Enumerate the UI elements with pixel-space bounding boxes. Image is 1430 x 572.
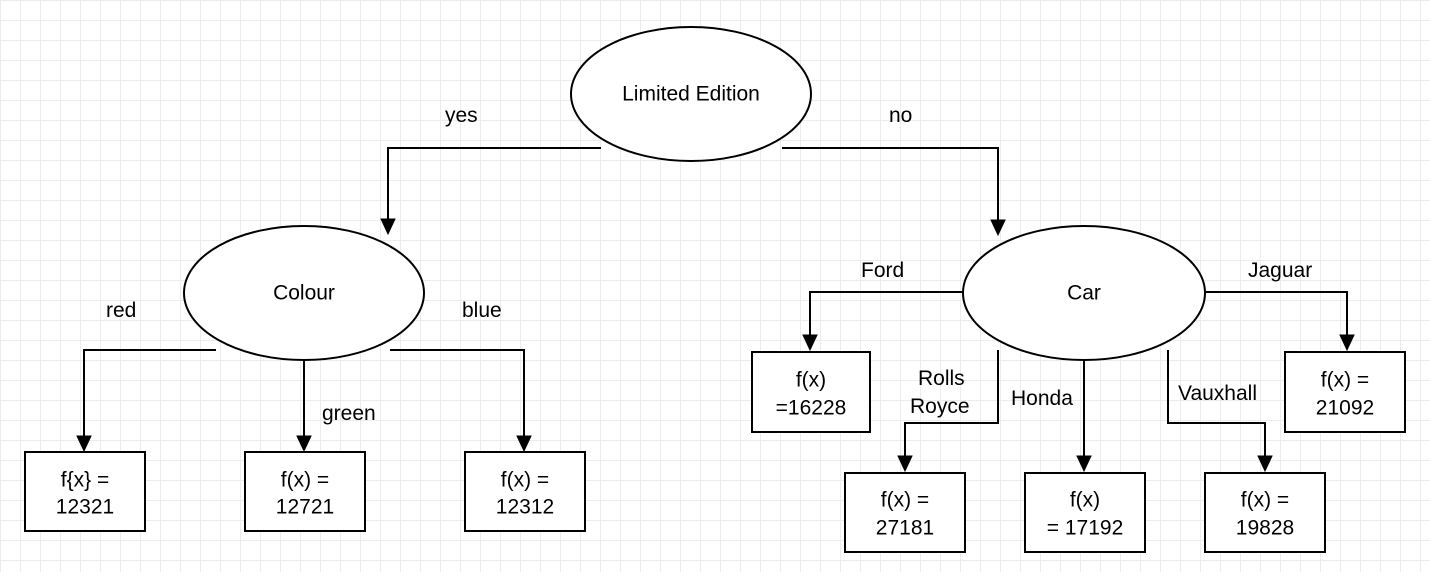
edge-label-no: no [889,104,912,127]
edge-label-yes: yes [445,104,478,127]
edge-ford [802,291,963,352]
leaf-green-line-2: 12721 [276,496,334,519]
edge-label-honda: Honda [1011,387,1073,410]
edge-blue [390,349,532,453]
edge-label-ford: Ford [861,259,904,282]
leaf-rolls-royce-line-1: f(x) = [881,489,929,512]
leaf-rolls-royce: f(x) = 27181 [844,472,966,553]
node-car-label: Car [1067,282,1101,305]
leaf-ford-line-2: =16228 [776,397,847,420]
edge-green [296,360,312,453]
node-car: Car [962,225,1206,361]
leaf-jaguar-line-2: 21092 [1316,397,1374,420]
node-limited-edition-label: Limited Edition [622,83,760,106]
leaf-honda-line-1: f(x) [1070,489,1100,512]
edge-labels: yes no red blue green Ford Jaguar Rolls … [106,104,1312,425]
leaf-jaguar-line-1: f(x) = [1321,369,1369,392]
leaf-green: f(x) = 12721 [244,451,366,532]
edge-red [76,349,216,453]
leaf-jaguar: f(x) = 21092 [1284,351,1406,433]
edge-label-green: green [322,402,376,425]
leaf-ford: f(x) =16228 [751,351,871,433]
node-colour-label: Colour [273,282,335,305]
leaf-red-line-2: 12321 [56,496,114,519]
edges [76,147,1355,473]
edge-vauxhall [1167,350,1273,473]
leaf-vauxhall-line-2: 19828 [1236,517,1294,540]
edge-rolls-royce [897,350,999,473]
leaf-ford-line-1: f(x) [796,369,826,392]
edge-jaguar [1206,291,1355,352]
edge-label-vauxhall: Vauxhall [1178,382,1257,405]
leaf-red: f{x} = 12321 [24,451,146,532]
leaf-blue: f(x) = 12312 [464,451,586,532]
leaf-vauxhall-line-1: f(x) = [1241,489,1289,512]
edge-label-rolls-royce-line-1: Rolls [918,367,965,390]
edge-honda [1076,360,1092,473]
leaf-green-line-1: f(x) = [281,469,329,492]
edge-yes [380,147,601,236]
node-colour: Colour [183,225,425,361]
leaf-vauxhall: f(x) = 19828 [1204,472,1326,553]
edge-label-rolls-royce-line-2: Royce [910,395,970,418]
leaf-rolls-royce-line-2: 27181 [876,517,934,540]
leaf-red-line-1: f{x} = [61,469,109,492]
node-limited-edition: Limited Edition [570,26,812,162]
leaf-honda: f(x) = 17192 [1024,472,1146,553]
leaf-blue-line-1: f(x) = [501,469,549,492]
edge-label-blue: blue [462,299,502,322]
edge-label-jaguar: Jaguar [1248,259,1312,282]
edge-no [782,147,1006,237]
edge-label-red: red [106,299,136,322]
leaf-honda-line-2: = 17192 [1047,517,1124,540]
leaf-blue-line-2: 12312 [496,496,554,519]
